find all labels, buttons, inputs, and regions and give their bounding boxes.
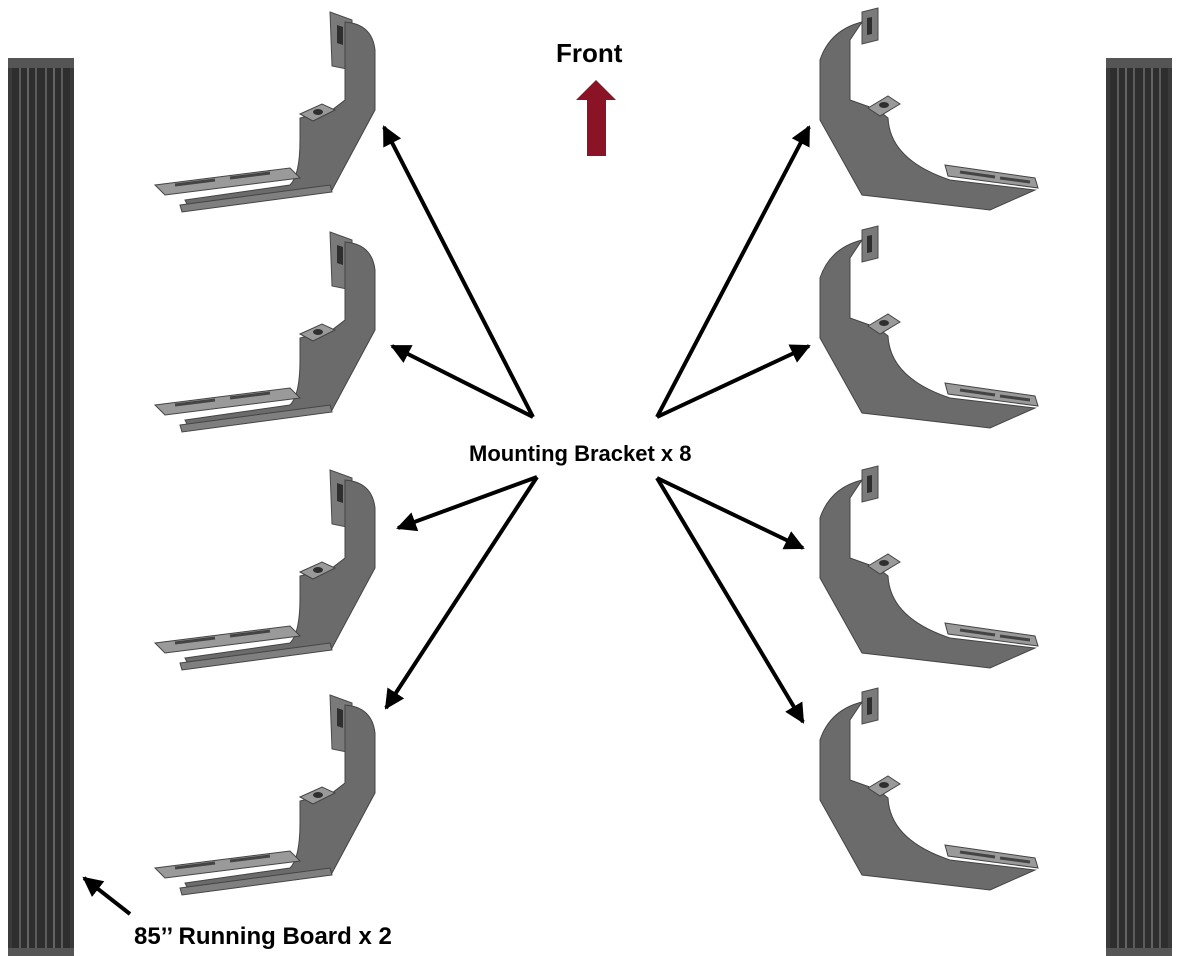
pointer-arrow-right-1: [655, 125, 811, 418]
pointer-arrows: [82, 125, 811, 916]
running-board-right: [1105, 57, 1173, 956]
mounting-bracket-right-3: [818, 464, 1040, 670]
mounting-bracket-label: Mounting Bracket x 8: [469, 441, 692, 466]
pointer-arrow-right-4: [655, 476, 805, 724]
mounting-bracket-right-1: [818, 6, 1040, 212]
pointer-arrow-left-1: [382, 125, 535, 418]
front-label: Front: [556, 38, 623, 68]
pointer-arrow-right-3: [656, 476, 805, 550]
mounting-bracket-left-2: [153, 230, 377, 434]
mounting-bracket-left-1: [153, 10, 377, 214]
pointer-arrow-board: [82, 876, 132, 916]
pointer-arrow-left-2: [390, 344, 534, 419]
mounting-bracket-right-4: [818, 686, 1040, 892]
up-arrow-icon: [576, 80, 616, 156]
mounting-bracket-left-4: [153, 693, 377, 897]
running-board-label: 85’’ Running Board x 2: [134, 923, 392, 950]
running-board-left: [7, 57, 75, 956]
pointer-arrow-left-4: [384, 475, 539, 710]
pointer-arrow-left-3: [396, 475, 538, 532]
mounting-bracket-right-2: [818, 224, 1040, 430]
pointer-arrow-right-2: [656, 344, 811, 419]
mounting-bracket-left-3: [153, 468, 377, 672]
